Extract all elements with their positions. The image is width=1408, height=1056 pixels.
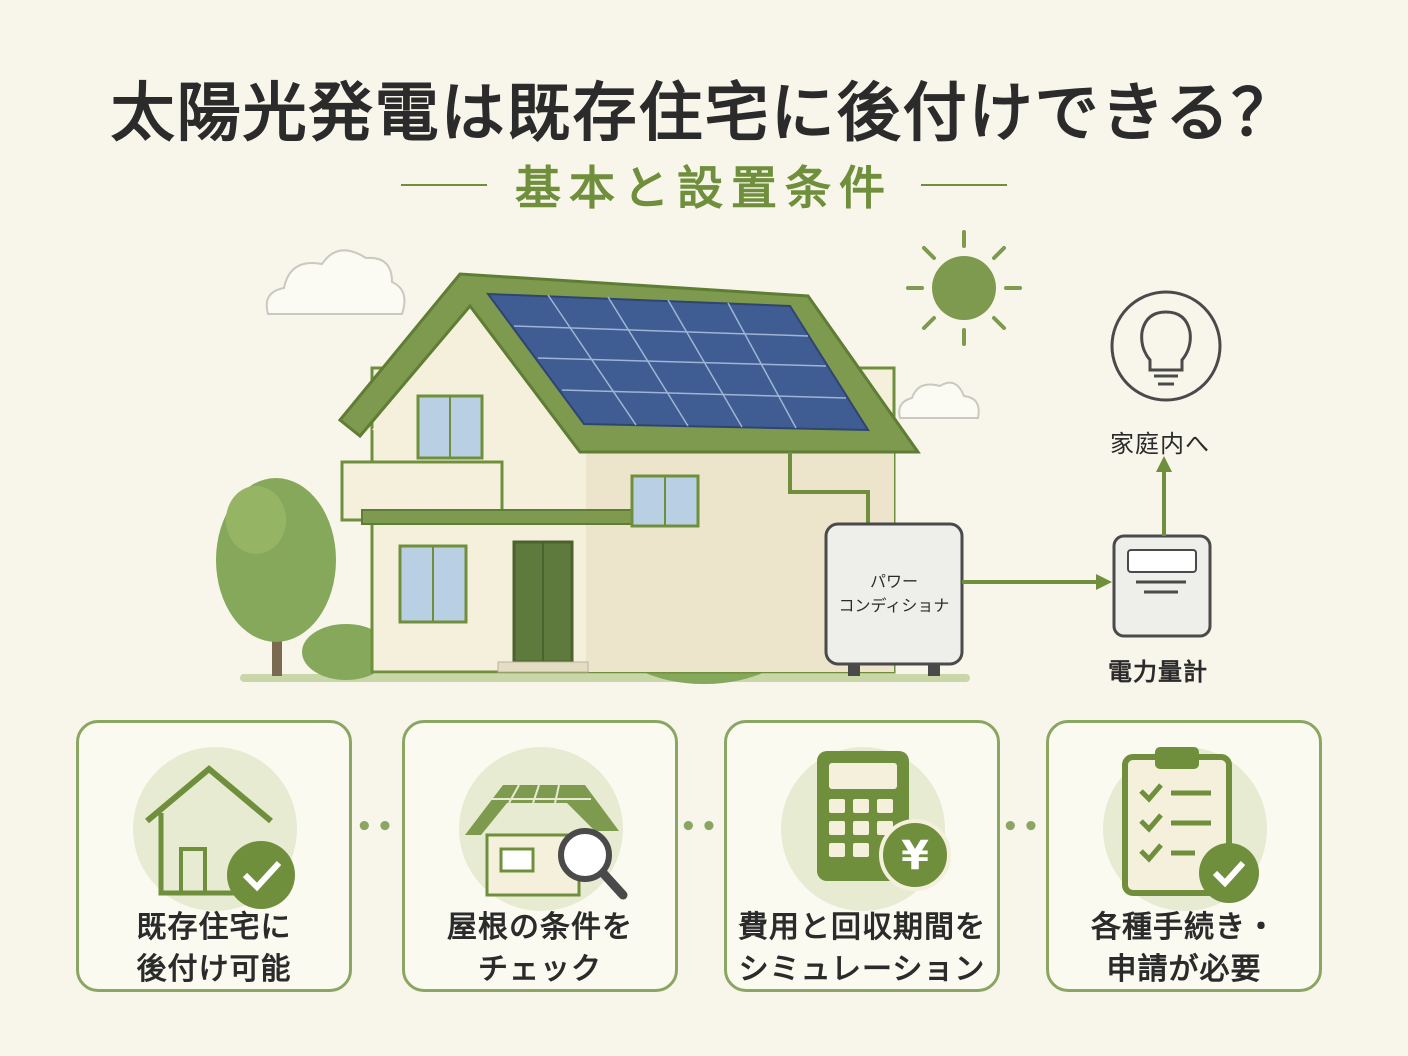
card-roof-check: 屋根の条件を チェック: [402, 720, 678, 992]
cloud-left-icon: [265, 249, 406, 315]
house-check-icon: [125, 743, 305, 915]
card-procedures: 各種手続き・ 申請が必要: [1046, 720, 1322, 992]
page-subtitle: 基本と設置条件: [515, 161, 893, 215]
card-line2: シミュレーション: [738, 952, 986, 987]
meter-label: 電力量計: [1108, 658, 1208, 686]
shrub-left: [302, 624, 390, 680]
dots-separator: ••: [1002, 812, 1044, 842]
light-bulb-icon: [1110, 290, 1222, 402]
card-line2: チェック: [478, 952, 602, 987]
card-retrofit-possible: 既存住宅に 後付け可能: [76, 720, 352, 992]
power-conditioner-label-line2: コンディショナ: [838, 596, 950, 615]
cloud-right-icon: [898, 381, 980, 419]
home-label: 家庭内へ: [1110, 430, 1210, 458]
power-conditioner-label: パワー コンディショナ: [826, 570, 962, 618]
card-cost-simulation: ¥ 費用と回収期間を シミュレーション: [724, 720, 1000, 992]
card-line2: 後付け可能: [136, 952, 292, 987]
card-line2: 申請が必要: [1106, 952, 1262, 987]
dots-separator: ••: [356, 812, 398, 842]
calculator-yen-icon: ¥: [773, 743, 953, 915]
page-title: 太陽光発電は既存住宅に後付けできる？: [110, 77, 1298, 151]
house-solar-illustration: [216, 230, 1222, 684]
sun-icon: [906, 230, 1022, 346]
card-text: 既存住宅に 後付け可能: [79, 907, 349, 991]
roof-magnifier-icon: [451, 743, 631, 915]
card-text: 費用と回収期間を シミュレーション: [727, 907, 997, 991]
card-line1: 費用と回収期間を: [738, 910, 986, 945]
card-text: 屋根の条件を チェック: [405, 907, 675, 991]
ground: [240, 674, 970, 682]
subtitle-row: 基本と設置条件: [0, 152, 1408, 218]
dots-separator: ••: [680, 812, 722, 842]
tree-icon: [216, 478, 336, 676]
card-line1: 各種手続き・: [1091, 910, 1277, 945]
card-text: 各種手続き・ 申請が必要: [1049, 907, 1319, 991]
subtitle-divider-left: [401, 184, 487, 186]
power-conditioner-icon: [824, 522, 964, 676]
card-line1: 既存住宅に: [136, 910, 292, 945]
electric-meter-icon: [1112, 534, 1212, 638]
clipboard-check-icon: [1095, 743, 1275, 915]
card-line1: 屋根の条件を: [447, 910, 633, 945]
subtitle-divider-right: [921, 184, 1007, 186]
panel-wire: [788, 452, 870, 524]
svg-text:¥: ¥: [901, 833, 929, 879]
power-conditioner-label-line1: パワー: [869, 572, 918, 591]
